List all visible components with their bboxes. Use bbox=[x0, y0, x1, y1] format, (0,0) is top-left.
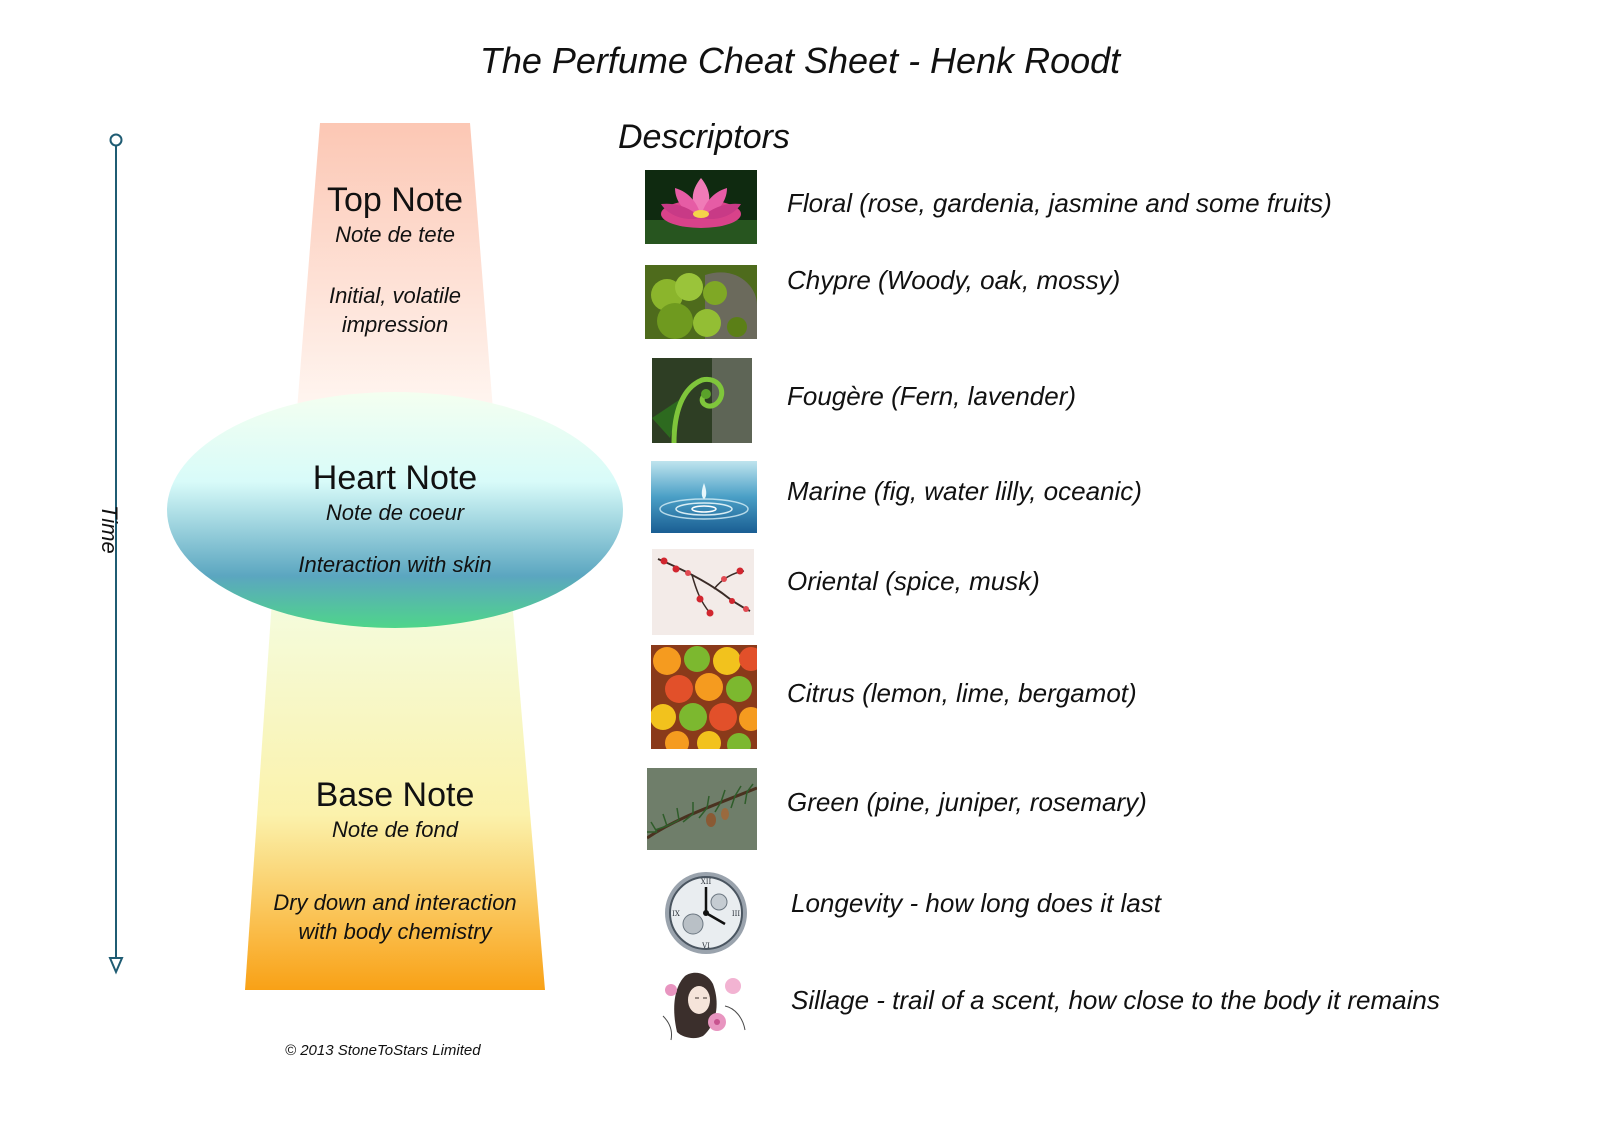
descriptor-text: Sillage - trail of a scent, how close to… bbox=[791, 985, 1440, 1015]
heart-note-label-group: Heart Note Note de coeur Interaction wit… bbox=[245, 459, 545, 579]
svg-text:III: III bbox=[732, 910, 741, 918]
copyright-notice: © 2013 StoneToStars Limited bbox=[285, 1042, 481, 1059]
time-axis-label: Time bbox=[97, 505, 122, 554]
clock-icon: XII III VI IX bbox=[665, 872, 747, 954]
top-note-title: Top Note bbox=[326, 181, 464, 219]
top-note-label-group: Top Note Note de tete Initial, volatile … bbox=[295, 181, 495, 339]
svg-text:IX: IX bbox=[672, 910, 680, 918]
descriptor-text: Longevity - how long does it last bbox=[791, 888, 1161, 918]
water-drop-photo-icon bbox=[651, 461, 757, 533]
descriptor-text: Floral (rose, gardenia, jasmine and some… bbox=[787, 188, 1332, 218]
pine-branch-photo-icon bbox=[647, 768, 757, 850]
descriptor-text: Oriental (spice, musk) bbox=[787, 566, 1040, 596]
note-pyramid-diagram bbox=[108, 123, 623, 990]
descriptors-heading: Descriptors bbox=[618, 118, 790, 156]
heart-note-description: Interaction with skin bbox=[298, 552, 492, 577]
descriptor-text: Marine (fig, water lilly, oceanic) bbox=[787, 476, 1142, 506]
heart-note-subtitle: Note de coeur bbox=[325, 500, 465, 525]
heart-note-shape bbox=[167, 392, 623, 628]
page-title: The Perfume Cheat Sheet - Henk Roodt bbox=[479, 40, 1121, 81]
top-note-subtitle: Note de tete bbox=[335, 222, 455, 247]
svg-text:XII: XII bbox=[701, 878, 712, 886]
base-note-shape bbox=[245, 600, 545, 990]
top-note-description-line2: impression bbox=[341, 312, 449, 337]
moss-photo-icon bbox=[645, 265, 757, 339]
fern-photo-icon bbox=[652, 358, 752, 443]
descriptor-text: Chypre (Woody, oak, mossy) bbox=[787, 265, 1121, 295]
base-note-label-group: Base Note Note de fond Dry down and inte… bbox=[245, 776, 545, 946]
woman-flower-illustration-icon bbox=[655, 966, 755, 1048]
heart-note-title: Heart Note bbox=[312, 459, 478, 497]
time-axis bbox=[108, 133, 124, 975]
svg-text:VI: VI bbox=[701, 942, 710, 950]
base-note-subtitle: Note de fond bbox=[332, 817, 458, 842]
base-note-title: Base Note bbox=[315, 776, 475, 814]
top-note-shape bbox=[297, 123, 493, 410]
base-note-description-line1: Dry down and interaction bbox=[273, 890, 517, 915]
time-axis-arrow-icon bbox=[108, 957, 124, 975]
lotus-flower-photo-icon bbox=[645, 170, 757, 244]
time-axis-start-marker bbox=[109, 133, 123, 147]
blossom-branch-photo-icon bbox=[652, 549, 754, 635]
top-note-description-line1: Initial, volatile bbox=[328, 283, 462, 308]
base-note-description-line2: with body chemistry bbox=[298, 919, 492, 944]
citrus-photo-icon bbox=[651, 645, 757, 749]
descriptor-text: Green (pine, juniper, rosemary) bbox=[787, 787, 1147, 817]
descriptor-text: Citrus (lemon, lime, bergamot) bbox=[787, 678, 1137, 708]
descriptor-text: Fougère (Fern, lavender) bbox=[787, 381, 1077, 411]
